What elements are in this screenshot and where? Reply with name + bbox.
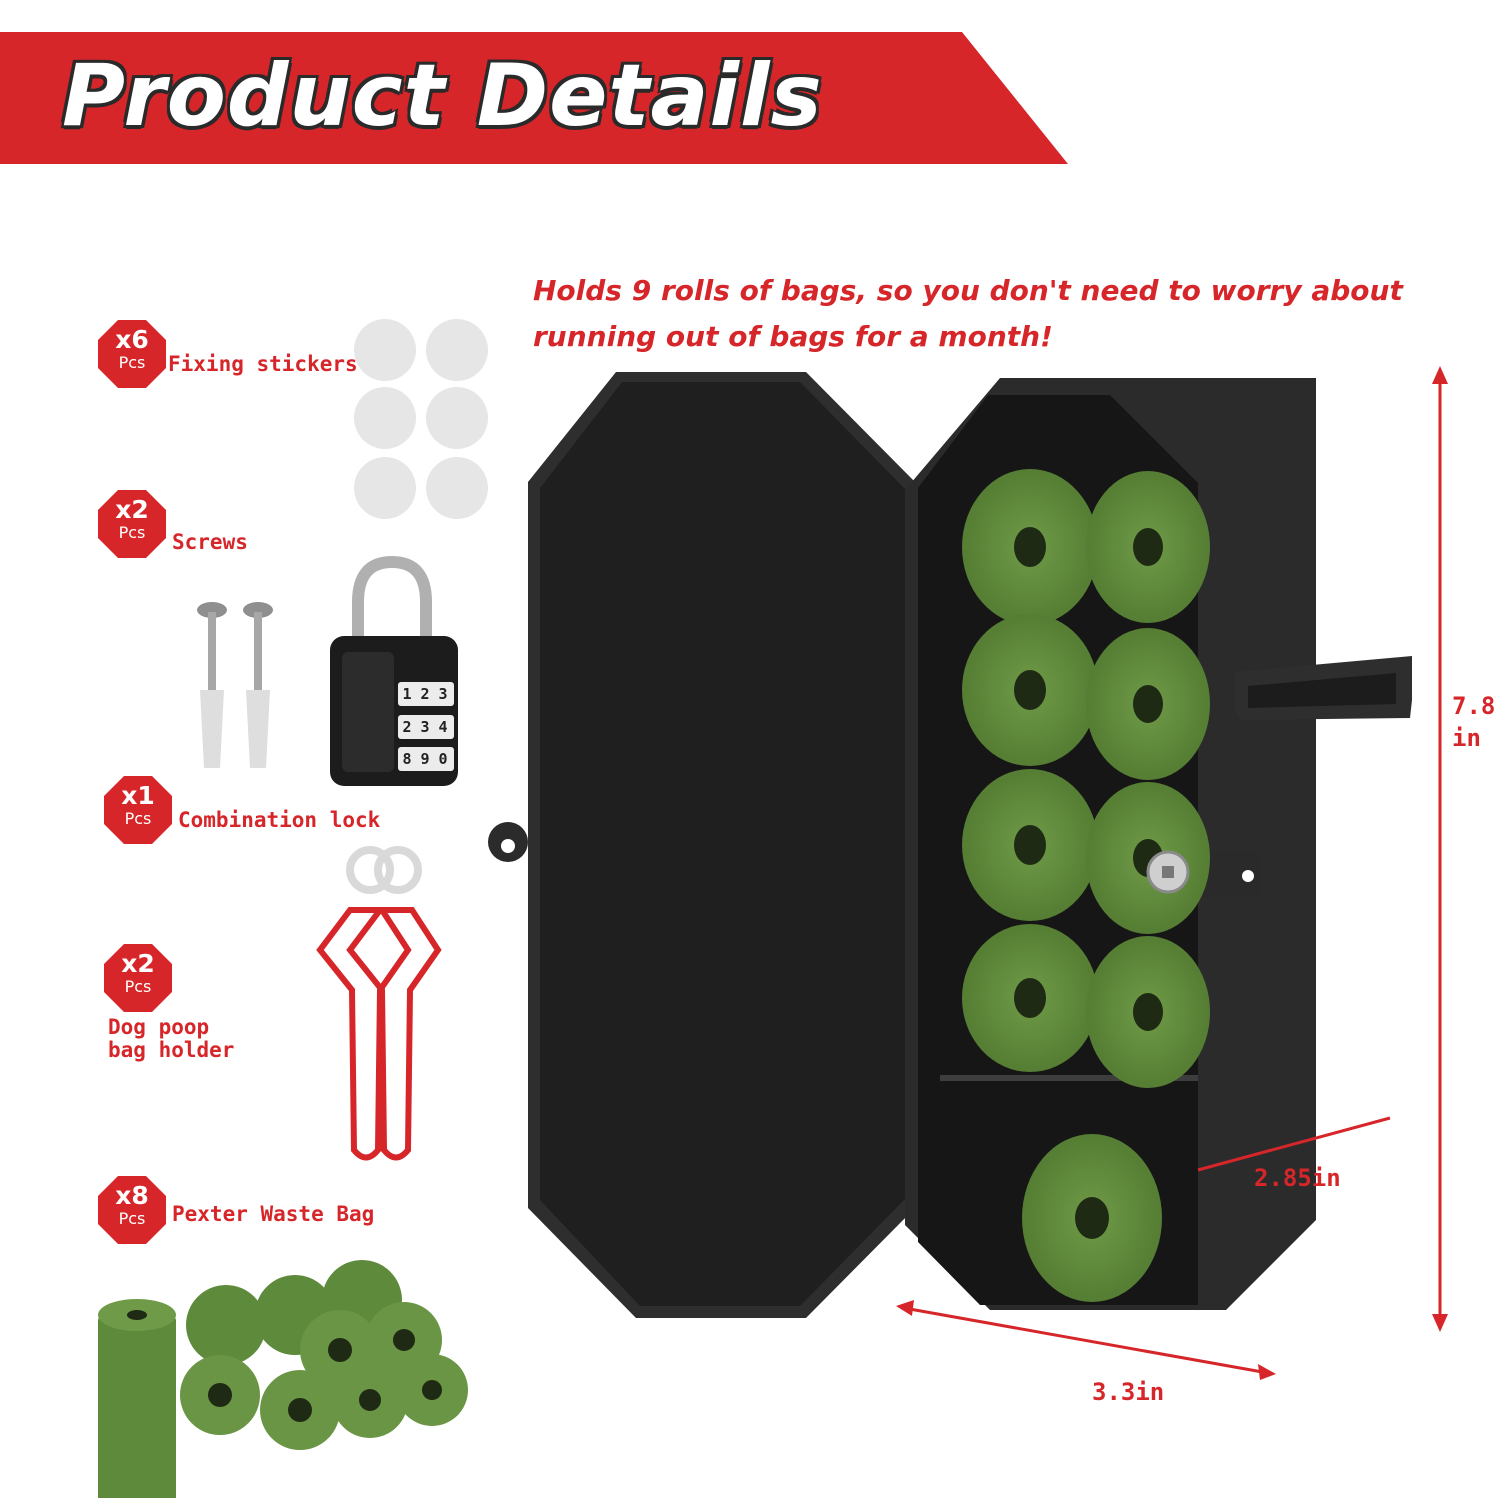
qty-badge: x2 Pcs xyxy=(104,944,172,1012)
roll xyxy=(1022,1134,1162,1302)
height-value: 7.8 xyxy=(1452,692,1496,720)
lock-digit: 3 xyxy=(420,718,430,736)
qty-count: x6 xyxy=(115,325,149,354)
item-label: Screws xyxy=(172,530,248,554)
box-lid xyxy=(488,372,920,1318)
qty-count: x1 xyxy=(121,781,155,810)
lock-digit: 2 xyxy=(420,685,430,703)
height-unit: in xyxy=(1452,724,1481,752)
lock-digit: 3 xyxy=(438,685,448,703)
qty-unit: Pcs xyxy=(124,809,152,828)
fixing-stickers xyxy=(354,319,488,519)
lock-digit: 1 xyxy=(402,685,412,703)
qty-unit: Pcs xyxy=(118,523,146,542)
dimension-arrows xyxy=(896,366,1448,1380)
qty-badge: x2 Pcs xyxy=(98,490,166,558)
headline: Holds 9 rolls of bags, so you don't need… xyxy=(533,268,1433,360)
roll xyxy=(962,614,1098,766)
bag-rolls xyxy=(962,469,1210,1302)
qty-unit: Pcs xyxy=(124,977,152,996)
item-label: Combination lock xyxy=(178,808,381,832)
key-lock-icon xyxy=(1146,850,1190,894)
waste-bag-rolls xyxy=(98,1260,468,1498)
qty-unit: Pcs xyxy=(118,353,146,372)
roll xyxy=(1086,628,1210,780)
qty-badge: x6 Pcs xyxy=(98,320,166,388)
combination-lock xyxy=(330,555,458,786)
item-label: Pexter Waste Bag xyxy=(172,1202,375,1226)
headline-line-1: Holds 9 rolls of bags, so you don't need… xyxy=(533,274,1403,307)
qty-badge: x8 Pcs xyxy=(98,1176,166,1244)
roll xyxy=(962,469,1098,625)
roll xyxy=(1086,936,1210,1088)
width-dimension: 3.3in xyxy=(1092,1378,1165,1406)
lock-digit: 9 xyxy=(420,750,430,768)
lock-digits: 1 2 3 2 3 4 8 9 0 xyxy=(398,682,454,771)
headline-line-2: running out of bags for a month! xyxy=(533,320,1053,353)
qty-count: x2 xyxy=(115,495,149,524)
height-dimension: 7.8 in xyxy=(1452,690,1495,754)
screw-icon xyxy=(243,602,273,768)
item-label: Fixing stickers xyxy=(168,352,358,376)
bag-holders xyxy=(316,846,442,1161)
item-label-line-2: bag holder xyxy=(108,1038,235,1062)
roll xyxy=(962,924,1098,1072)
screw-icon xyxy=(197,602,227,768)
banner-title: Product Details xyxy=(62,46,823,146)
item-label-line-1: Dog poop xyxy=(108,1015,210,1039)
screws xyxy=(197,602,273,768)
roll xyxy=(1086,471,1210,623)
roll xyxy=(962,769,1098,921)
lock-digit: 4 xyxy=(438,718,448,736)
qty-count: x8 xyxy=(115,1181,149,1210)
qty-count: x2 xyxy=(121,949,155,978)
banner-shape xyxy=(0,32,1068,164)
lock-digit: 8 xyxy=(402,750,412,768)
depth-dimension: 2.85in xyxy=(1254,1164,1341,1192)
roll xyxy=(1086,782,1210,934)
title-banner: Product Details xyxy=(0,32,1070,164)
lock-digit: 2 xyxy=(402,718,412,736)
qty-unit: Pcs xyxy=(118,1209,146,1228)
qty-badge: x1 Pcs xyxy=(104,776,172,844)
lock-digit: 0 xyxy=(438,750,448,768)
